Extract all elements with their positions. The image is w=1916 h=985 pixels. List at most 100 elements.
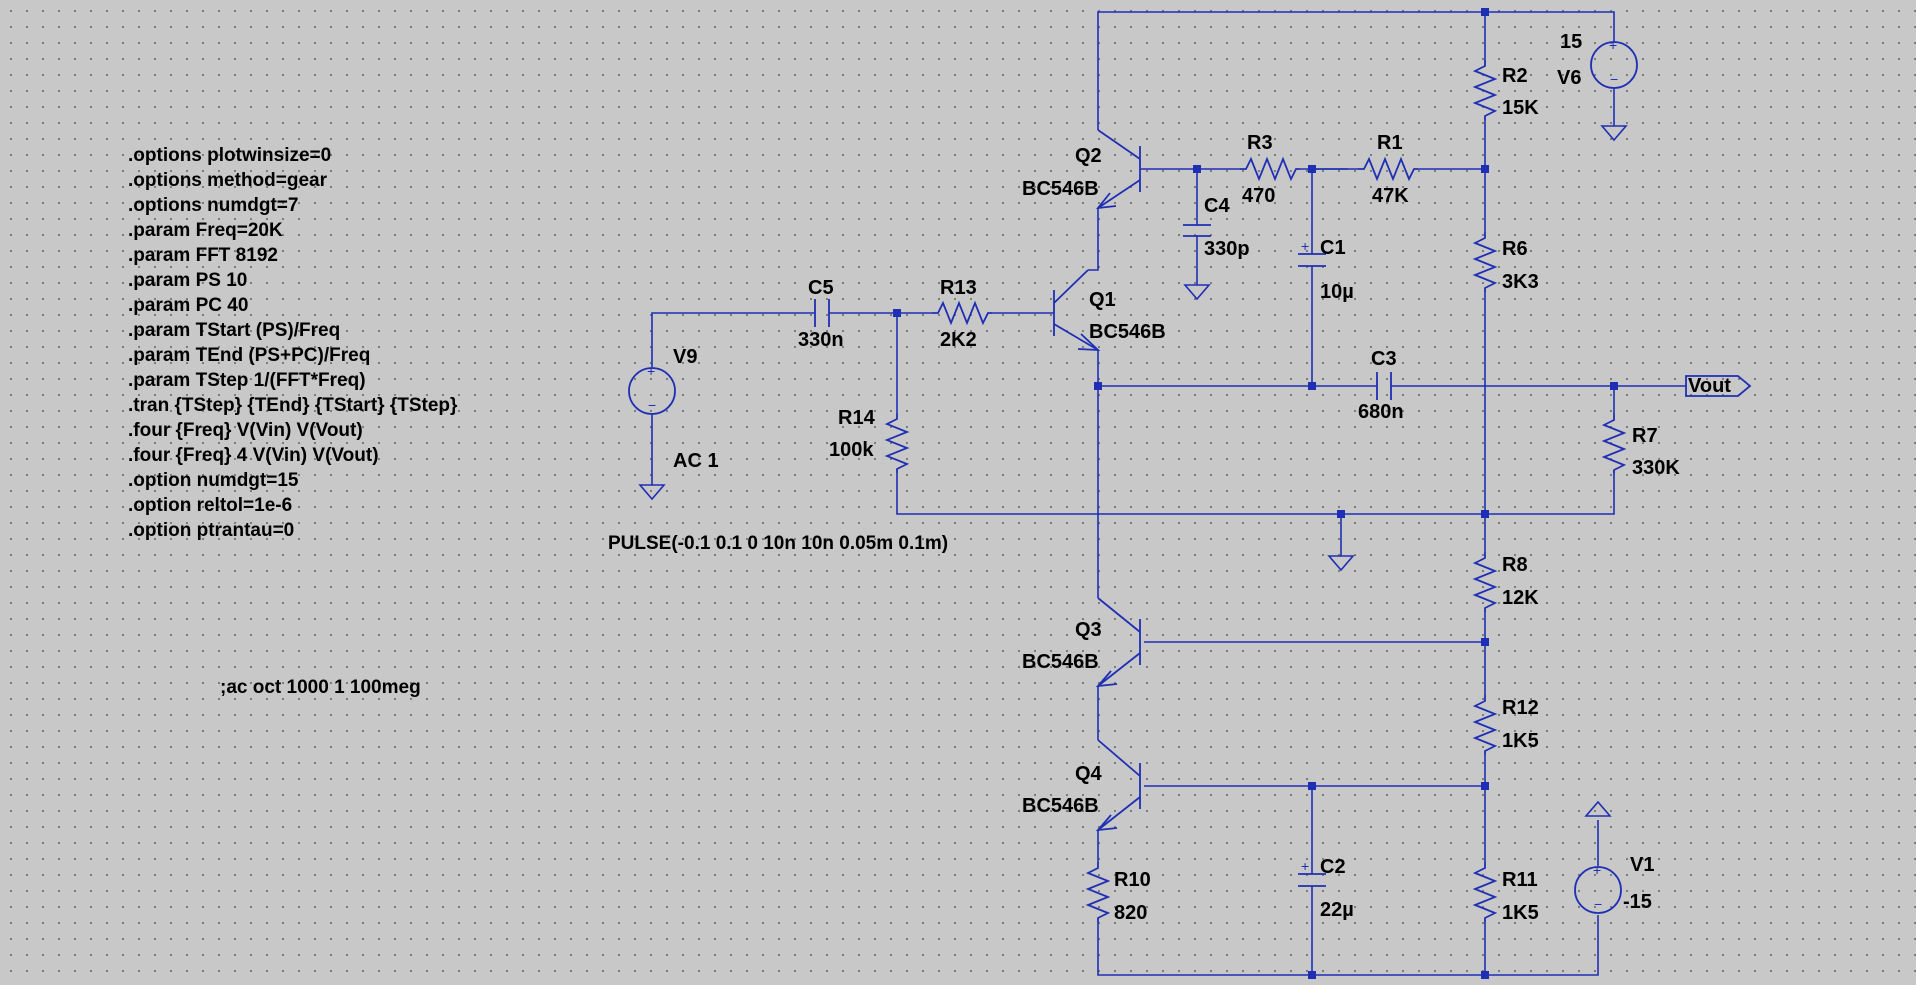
ground-icon[interactable]	[1600, 125, 1628, 142]
directive-line: .four {Freq} 4 V(Vin) V(Vout)	[128, 445, 379, 466]
junction-node	[1481, 971, 1489, 979]
component-labels: R2 15K 15 V6 Q2 BC546B R3 470 R1 47K C4 …	[673, 31, 1680, 924]
c3-name: C3	[1371, 348, 1397, 370]
directive-line: .param TStep 1/(FFT*Freq)	[128, 370, 366, 391]
r8-value: 12K	[1502, 587, 1539, 609]
directive-line: .options plotwinsize=0	[128, 145, 331, 166]
c5-value: 330n	[798, 329, 844, 351]
v1-value: -15	[1623, 891, 1652, 913]
c2-name: C2	[1320, 856, 1346, 878]
directive-line: .param Freq=20K	[128, 220, 283, 241]
r1-value: 47K	[1372, 185, 1409, 207]
r13-value: 2K2	[940, 329, 977, 351]
wire-r7-bottom[interactable]	[896, 473, 1615, 515]
port-flag-icon	[1685, 375, 1752, 397]
junction-node	[1308, 971, 1316, 979]
plus-icon: +	[647, 363, 655, 379]
ground-icon[interactable]	[1327, 555, 1355, 572]
wire-q2e-q1c[interactable]	[1088, 208, 1099, 271]
directive-line: .param TEnd (PS+PC)/Freq	[128, 345, 370, 366]
plus-icon: +	[1593, 862, 1601, 878]
resistor-r14[interactable]	[884, 413, 910, 473]
c1-value: 10µ	[1320, 281, 1354, 303]
capacitor-c1[interactable]: +	[1298, 238, 1326, 267]
junction-node	[1481, 782, 1489, 790]
directive-line: .options method=gear	[128, 170, 328, 191]
capacitor-c3[interactable]	[1376, 372, 1392, 400]
output-port[interactable]: Vout	[1685, 375, 1752, 397]
c2-value: 22µ	[1320, 899, 1354, 921]
transistor-q1[interactable]	[1053, 269, 1101, 352]
resistor-r6[interactable]	[1472, 232, 1498, 292]
q3-name: Q3	[1075, 619, 1102, 641]
r13-name: R13	[940, 277, 977, 299]
q2-name: Q2	[1075, 145, 1102, 167]
voltage-source-v9[interactable]: + −	[628, 363, 676, 415]
q1-value: BC546B	[1089, 321, 1166, 343]
plus-icon: +	[1609, 37, 1617, 53]
voltage-source-v6[interactable]: + −	[1590, 37, 1638, 89]
wire-top-rail[interactable]	[1097, 11, 1615, 130]
r8-name: R8	[1502, 554, 1528, 576]
ground-icon[interactable]	[1183, 284, 1211, 301]
port-label: Vout	[1688, 375, 1731, 397]
r10-name: R10	[1114, 869, 1151, 891]
r12-name: R12	[1502, 697, 1539, 719]
junction-node	[1481, 165, 1489, 173]
resistor-r12[interactable]	[1472, 695, 1498, 755]
ac-comment[interactable]: ;ac oct 1000 1 100meg	[220, 677, 421, 698]
resistor-r8[interactable]	[1472, 552, 1498, 612]
junction-node	[1094, 382, 1102, 390]
transistor-q4[interactable]	[1095, 739, 1141, 832]
q4-value: BC546B	[1022, 795, 1099, 817]
transistor-q3[interactable]	[1095, 597, 1141, 688]
ground-icon[interactable]	[638, 484, 666, 501]
ground-up-icon[interactable]	[1584, 800, 1612, 817]
r10-value: 820	[1114, 902, 1147, 924]
r7-value: 330K	[1632, 457, 1680, 479]
junction-node	[1481, 8, 1489, 16]
junction-node	[1308, 165, 1316, 173]
junctions	[893, 8, 1618, 979]
directive-line: .four {Freq} V(Vin) V(Vout)	[128, 420, 363, 441]
resistor-r13[interactable]	[932, 300, 992, 326]
v1-name: V1	[1630, 854, 1654, 876]
c4-name: C4	[1204, 195, 1230, 217]
capacitor-c5[interactable]	[814, 299, 830, 327]
directive-line: .option numdgt=15	[128, 470, 299, 491]
v9-name: V9	[673, 346, 697, 368]
junction-node	[1308, 382, 1316, 390]
junction-node	[893, 309, 901, 317]
transistor-q2[interactable]	[1095, 129, 1141, 210]
junction-node	[1308, 782, 1316, 790]
r6-name: R6	[1502, 238, 1528, 260]
polarity-plus-icon: +	[1301, 858, 1309, 874]
resistor-r3[interactable]	[1240, 156, 1300, 182]
capacitor-c4[interactable]	[1183, 224, 1211, 237]
resistor-r7[interactable]	[1601, 414, 1627, 474]
c4-value: 330p	[1204, 238, 1250, 260]
wire-v9-c5[interactable]	[651, 312, 815, 367]
directive-line: .option ptrantau=0	[128, 520, 294, 541]
spice-directives[interactable]: .options plotwinsize=0 .options method=g…	[128, 145, 463, 541]
resistor-r2[interactable]	[1472, 60, 1498, 120]
resistor-r1[interactable]	[1358, 156, 1418, 182]
directive-line: .param TStart (PS)/Freq	[128, 320, 340, 341]
r2-value: 15K	[1502, 97, 1539, 119]
directive-line: .param FFT 8192	[128, 245, 278, 266]
resistor-r11[interactable]	[1472, 862, 1498, 922]
v6-value: 15	[1560, 31, 1582, 53]
junction-node	[1337, 510, 1345, 518]
minus-icon: −	[1594, 896, 1602, 912]
resistor-r10[interactable]	[1085, 862, 1111, 922]
q3-value: BC546B	[1022, 651, 1099, 673]
capacitor-c2[interactable]: +	[1298, 858, 1326, 887]
minus-icon: −	[648, 397, 656, 413]
c5-name: C5	[808, 277, 834, 299]
voltage-source-v1[interactable]: + −	[1574, 862, 1622, 914]
wire-bottom-rail[interactable]	[1097, 915, 1599, 976]
resistors	[884, 60, 1627, 922]
pulse-source-text[interactable]: PULSE(-0.1 0.1 0 10n 10n 0.05m 0.1m)	[608, 533, 948, 554]
junction-node	[1610, 382, 1618, 390]
